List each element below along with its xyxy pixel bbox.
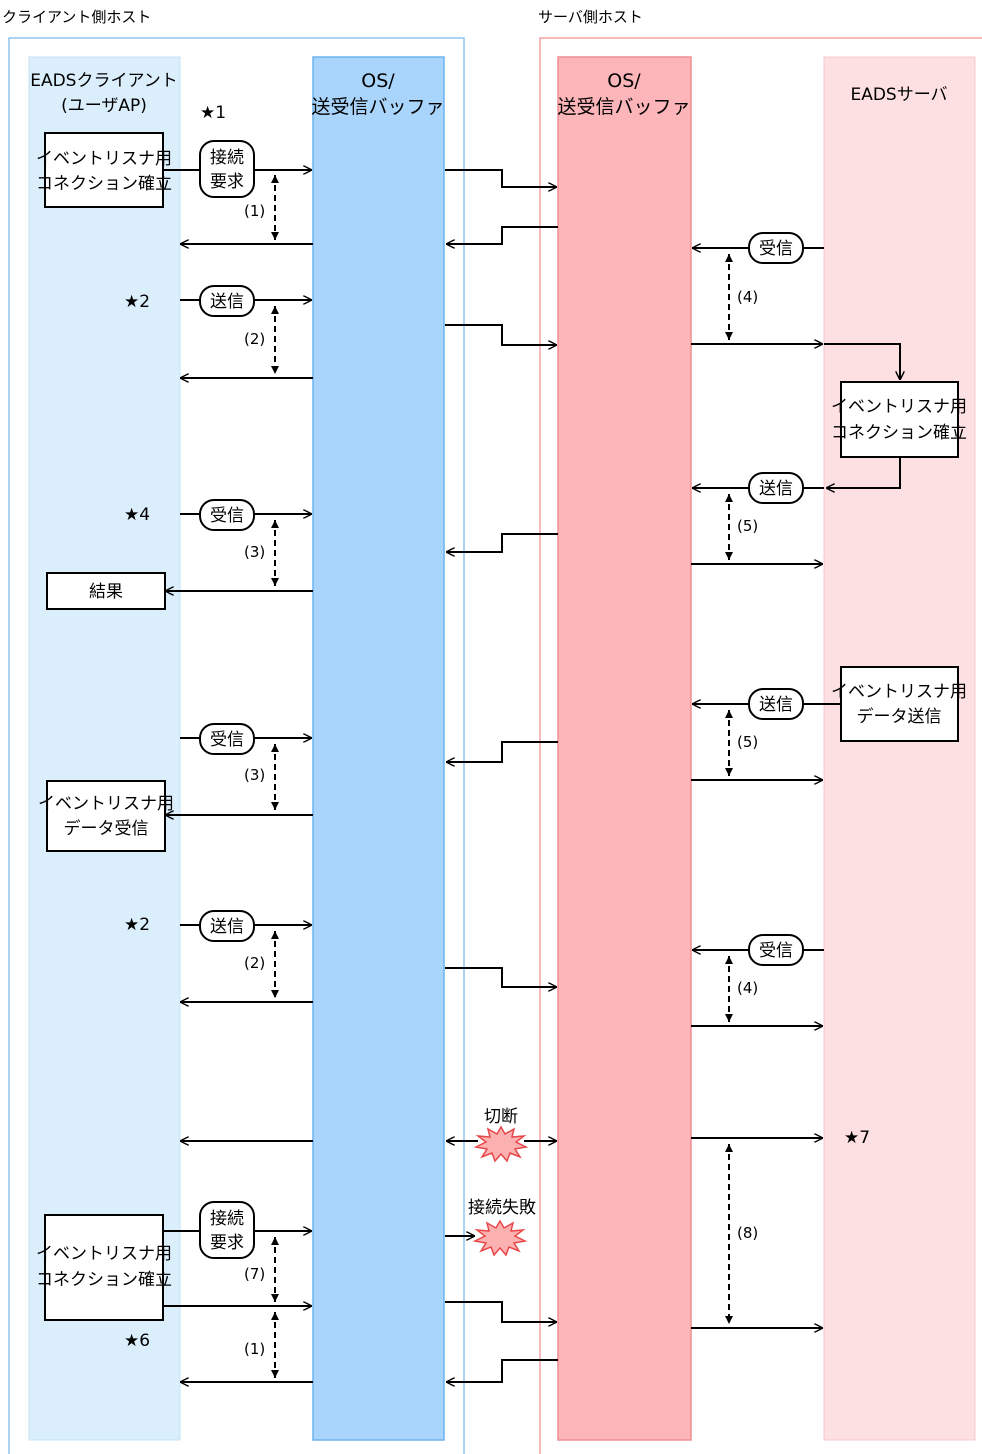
server-host-title: サーバ側ホスト bbox=[538, 8, 643, 26]
star-6: ★6 bbox=[124, 1331, 150, 1351]
net-conn1-back bbox=[446, 226, 558, 244]
event-disconnect-label: 切断 bbox=[484, 1107, 518, 1127]
box-result bbox=[46, 572, 166, 610]
net-send1-out bbox=[445, 324, 557, 345]
pill-srv-send-1-label: 送信 bbox=[759, 479, 793, 499]
box-srv-listener-data-send-line2: データ送信 bbox=[857, 706, 942, 727]
interval-c2a-label: (2) bbox=[244, 330, 265, 348]
interval-s4a-label: (4) bbox=[737, 288, 758, 306]
pill-send-2-label: 送信 bbox=[210, 917, 244, 937]
arrow-conn-to-send bbox=[826, 457, 901, 488]
box-result-label: 結果 bbox=[89, 582, 123, 602]
box-srv-listener-data-send-line1: イベントリスナ用 bbox=[831, 682, 967, 702]
interval-c1a-label: (1) bbox=[244, 202, 265, 220]
pill-connect-request-1-line1: 接続 bbox=[210, 148, 244, 168]
client-host-frame bbox=[8, 37, 465, 1454]
box-srv-listener-connect-line2: コネクション確立 bbox=[831, 423, 967, 443]
pill-send-1 bbox=[199, 285, 255, 317]
pill-recv-2-label: 受信 bbox=[210, 730, 244, 750]
client-host-title: クライアント側ホスト bbox=[2, 8, 151, 26]
connect-fail-burst-icon bbox=[472, 1219, 528, 1257]
interval-c7-label: (7) bbox=[244, 1265, 265, 1283]
server-host-frame bbox=[539, 37, 982, 1454]
box-listener-connect-2-line1: イベントリスナ用 bbox=[36, 1244, 172, 1264]
box-listener-connect-1 bbox=[44, 132, 164, 208]
pill-srv-send-2 bbox=[748, 688, 804, 720]
client-app-lane bbox=[28, 56, 181, 1441]
svg-text:送受信バッファ: 送受信バッファ bbox=[557, 96, 690, 118]
net-conn1-out bbox=[445, 169, 557, 187]
star-7: ★7 bbox=[844, 1128, 870, 1148]
server-app-header: EADSサーバ bbox=[850, 85, 947, 105]
pill-srv-send-2-label: 送信 bbox=[759, 695, 793, 715]
interval-s5a-label: (5) bbox=[737, 517, 758, 535]
pill-connect-request-2-line2: 要求 bbox=[210, 1233, 244, 1253]
box-listener-connect-1-line1: イベントリスナ用 bbox=[36, 149, 172, 169]
disconnect-burst-icon bbox=[473, 1125, 529, 1163]
box-listener-data-recv-line1: イベントリスナ用 bbox=[38, 794, 174, 814]
net-recv2-back bbox=[446, 741, 558, 762]
svg-text:OS/: OS/ bbox=[361, 70, 395, 92]
pill-send-2 bbox=[199, 910, 255, 942]
pill-srv-recv-2-label: 受信 bbox=[759, 941, 793, 961]
svg-text:(ユーザAP): (ユーザAP) bbox=[61, 96, 147, 116]
net-send2-out bbox=[445, 967, 557, 987]
pill-connect-request-2 bbox=[199, 1201, 255, 1259]
box-listener-connect-2-line2: コネクション確立 bbox=[36, 1270, 172, 1290]
client-app-header: EADSクライアント (ユーザAP) bbox=[30, 71, 178, 116]
star-2a: ★2 bbox=[124, 292, 150, 312]
star-1: ★1 bbox=[200, 103, 226, 123]
interval-c3b-label: (3) bbox=[244, 766, 265, 784]
net-conn2-back bbox=[446, 1359, 558, 1382]
box-listener-data-recv bbox=[46, 780, 166, 852]
star-2b: ★2 bbox=[124, 915, 150, 935]
svg-text:EADSクライアント: EADSクライアント bbox=[30, 71, 178, 91]
server-os-header: OS/ 送受信バッファ bbox=[557, 70, 690, 118]
pill-srv-send-1 bbox=[748, 472, 804, 504]
box-srv-listener-connect-line1: イベントリスナ用 bbox=[831, 397, 967, 417]
pill-srv-recv-1 bbox=[748, 232, 804, 264]
pill-send-1-label: 送信 bbox=[210, 292, 244, 312]
client-os-lane bbox=[312, 56, 445, 1441]
server-os-lane bbox=[557, 56, 692, 1441]
interval-c2b-label: (2) bbox=[244, 954, 265, 972]
pill-srv-recv-2 bbox=[748, 934, 804, 966]
pill-connect-request-1-line2: 要求 bbox=[210, 172, 244, 192]
star-4: ★4 bbox=[124, 505, 150, 525]
interval-s5b-label: (5) bbox=[737, 733, 758, 751]
event-connect-fail-label: 接続失敗 bbox=[468, 1198, 536, 1218]
pill-recv-2 bbox=[199, 723, 255, 755]
box-srv-listener-data-send bbox=[840, 666, 959, 742]
interval-c3a-label: (3) bbox=[244, 543, 265, 561]
box-listener-connect-2 bbox=[44, 1214, 164, 1321]
server-app-lane bbox=[823, 56, 976, 1441]
interval-s4b-label: (4) bbox=[737, 979, 758, 997]
interval-s8-label: (8) bbox=[737, 1224, 758, 1242]
interval-c1b-label: (1) bbox=[244, 1340, 265, 1358]
pill-recv-1 bbox=[199, 499, 255, 531]
client-os-header: OS/ 送受信バッファ bbox=[311, 70, 444, 118]
box-srv-listener-connect bbox=[840, 381, 959, 458]
pill-connect-request-2-line1: 接続 bbox=[210, 1209, 244, 1229]
svg-text:OS/: OS/ bbox=[607, 70, 641, 92]
box-listener-connect-1-line2: コネクション確立 bbox=[36, 174, 172, 194]
net-conn2-out bbox=[445, 1301, 557, 1322]
box-listener-data-recv-line2: データ受信 bbox=[64, 818, 149, 839]
pill-recv-1-label: 受信 bbox=[210, 506, 244, 526]
net-recv1-back bbox=[446, 533, 558, 552]
arrow-srv-to-conn bbox=[824, 343, 900, 380]
pill-srv-recv-1-label: 受信 bbox=[759, 239, 793, 259]
pill-connect-request-1 bbox=[199, 140, 255, 198]
svg-text:送受信バッファ: 送受信バッファ bbox=[311, 96, 444, 118]
